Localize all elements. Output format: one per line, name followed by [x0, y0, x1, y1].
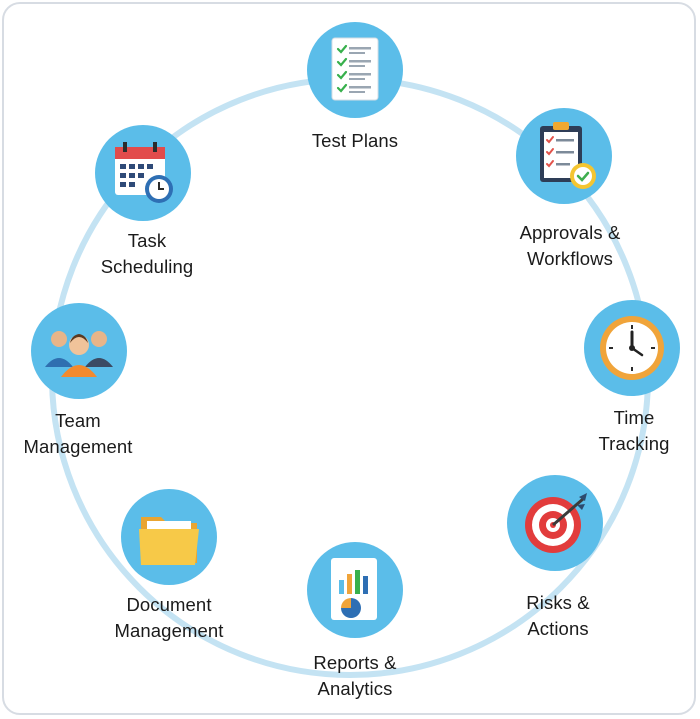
test-plans-node	[307, 22, 403, 118]
calendar-clock-icon	[115, 142, 173, 203]
clipboard-approval-icon	[540, 122, 596, 189]
risks-node	[507, 475, 603, 571]
team-management-node	[31, 303, 127, 399]
folder-icon	[139, 517, 199, 565]
approvals-label: Approvals & Workflows	[519, 222, 621, 269]
team-people-icon	[45, 331, 113, 377]
time-tracking-label: Time Tracking	[598, 407, 670, 454]
clock-icon	[600, 316, 664, 380]
team-management-label: Team Management	[23, 410, 133, 457]
time-tracking-node	[584, 300, 680, 396]
target-arrow-icon	[525, 493, 587, 553]
task-scheduling-label: Task Scheduling	[100, 230, 194, 277]
reports-label: Reports & Analytics	[313, 652, 397, 699]
report-chart-icon	[331, 558, 377, 620]
document-management-label: Document Management	[114, 594, 224, 641]
risks-label: Risks & Actions	[526, 592, 590, 639]
task-scheduling-node	[95, 125, 191, 221]
document-management-node	[121, 489, 217, 585]
approvals-node	[516, 108, 612, 204]
checklist-document-icon	[331, 37, 379, 101]
reports-node	[307, 542, 403, 638]
test-plans-label: Test Plans	[311, 130, 399, 151]
